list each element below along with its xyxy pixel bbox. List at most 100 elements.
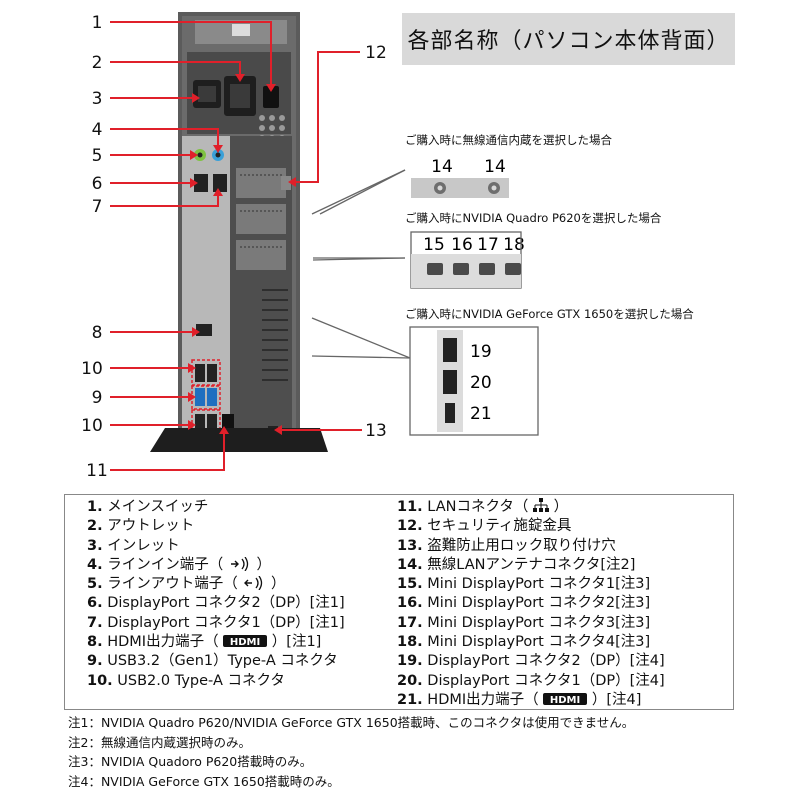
- legend-item-text: メインスイッチ: [107, 499, 209, 515]
- legend-item-number: 5.: [87, 576, 103, 593]
- option-quadro-p620: ご購入時にNVIDIA Quadro P620を選択した場合 15 16 17 …: [405, 211, 662, 289]
- lan-port: [222, 414, 234, 428]
- legend-item-text: セキュリティ施錠金具: [427, 518, 572, 535]
- usb2-port: [207, 414, 217, 432]
- legend-item: 18. Mini DisplayPort コネクタ4[注3]: [397, 633, 665, 652]
- callout-lines: [110, 21, 362, 471]
- legend-item-text: 盗難防止用ロック取り付け穴: [427, 537, 616, 554]
- legend-item-text: Mini DisplayPort コネクタ4[注3]: [427, 634, 651, 651]
- legend-item-text: DisplayPort コネクタ1（DP）[注1]: [107, 614, 345, 631]
- legend-item-number: 19.: [397, 653, 423, 670]
- legend-item: 6. DisplayPort コネクタ2（DP）[注1]: [87, 594, 345, 613]
- antenna-label-1: 14: [431, 157, 453, 177]
- callout-10a: 10: [81, 359, 103, 379]
- legend-item-text: HDMI出力端子（: [427, 691, 539, 708]
- legend-item-number: 18.: [397, 634, 423, 651]
- option-quadro-caption: ご購入時にNVIDIA Quadro P620を選択した場合: [405, 211, 662, 225]
- legend-item-number: 2.: [87, 518, 103, 535]
- legend-item: 8. HDMI出力端子（ HDMI ）[注1]: [87, 633, 345, 652]
- legend-item: 9. USB3.2（Gen1）Type-A コネクタ: [87, 652, 345, 671]
- page-title: 各部名称（パソコン本体背面）: [402, 13, 735, 65]
- option-wireless-caption: ご購入時に無線通信内蔵を選択した場合: [405, 133, 612, 147]
- gtx-box: [409, 326, 539, 436]
- callout-numbers: 1 2 3 4 5 6 7 8 9 10 10 11 12 13: [81, 13, 387, 481]
- usb2-port: [207, 364, 217, 382]
- legend-item-number: 13.: [397, 537, 423, 554]
- legend-item: 15. Mini DisplayPort コネクタ1[注3]: [397, 575, 665, 594]
- usb3-port: [207, 388, 217, 406]
- legend-item: 3. インレット: [87, 537, 345, 556]
- legend-item-number: 1.: [87, 499, 103, 515]
- mdp-label-1: 15: [423, 235, 445, 255]
- legend-item: 4. ラインイン端子（ ）: [87, 556, 345, 575]
- legend-item: 19. DisplayPort コネクタ2（DP）[注4]: [397, 652, 665, 671]
- usb2-port: [195, 364, 205, 382]
- legend-item-text: Mini DisplayPort コネクタ3[注3]: [427, 614, 651, 631]
- mdp-label-4: 18: [503, 235, 525, 255]
- mini-displayport-icon: [427, 263, 443, 275]
- notes: 注1：NVIDIA Quadro P620/NVIDIA GeForce GTX…: [68, 713, 634, 791]
- svg-text:HDMI: HDMI: [550, 695, 580, 705]
- legend-item: 16. Mini DisplayPort コネクタ2[注3]: [397, 594, 665, 613]
- legend-item: 5. ラインアウト端子（ ）: [87, 575, 345, 594]
- svg-text:HDMI: HDMI: [230, 637, 260, 647]
- legend-item: 17. Mini DisplayPort コネクタ3[注3]: [397, 614, 665, 633]
- note-4: 注4：NVIDIA GeForce GTX 1650搭載時のみ。: [68, 773, 340, 789]
- legend-item-number: 12.: [397, 518, 423, 535]
- mini-displayport-icon: [505, 263, 521, 275]
- callout-9: 9: [92, 388, 103, 408]
- legend-item: 14. 無線LANアンテナコネクタ[注2]: [397, 556, 665, 575]
- legend-item-text: 無線LANアンテナコネクタ[注2]: [427, 556, 636, 573]
- legend-item-number: 21.: [397, 691, 423, 708]
- legend-item-text: DisplayPort コネクタ2（DP）[注4]: [427, 653, 665, 670]
- legend-item-suffix: ）: [553, 499, 569, 515]
- hdmi-logo-icon: HDMI: [219, 634, 272, 650]
- legend-item: 12. セキュリティ施錠金具: [397, 517, 665, 536]
- gtx-label-21: 21: [470, 404, 492, 424]
- legend-item-text: USB2.0 Type-A コネクタ: [117, 672, 285, 689]
- legend-item-text: DisplayPort コネクタ2（DP）[注1]: [107, 595, 345, 612]
- callout-4: 4: [92, 120, 103, 140]
- expansion-slots: [236, 168, 286, 270]
- callout-13: 13: [365, 421, 387, 441]
- legend-item-number: 4.: [87, 556, 103, 573]
- usb3-port: [195, 388, 205, 406]
- legend-item-number: 7.: [87, 614, 103, 631]
- legend-item-text: DisplayPort コネクタ1（DP）[注4]: [427, 672, 665, 689]
- legend-item-text: LANコネクタ（: [427, 499, 529, 515]
- legend-item-text: インレット: [107, 537, 180, 554]
- legend-item-suffix: ）[注4]: [591, 691, 642, 708]
- legend-item: 11. LANコネクタ（ ）: [397, 498, 665, 517]
- pc-chassis: [150, 12, 328, 452]
- callout-10b: 10: [81, 416, 103, 436]
- callout-2: 2: [92, 53, 103, 73]
- legend-item-text: USB3.2（Gen1）Type-A コネクタ: [107, 653, 338, 670]
- lan-icon: [528, 498, 553, 515]
- line-out-icon: [238, 575, 271, 592]
- rear-vent: [262, 289, 288, 381]
- legend-item-number: 8.: [87, 634, 103, 651]
- legend-item: 21. HDMI出力端子（ HDMI ）[注4]: [397, 691, 665, 710]
- displayport-icon: [443, 338, 457, 362]
- antenna-label-2: 14: [484, 157, 506, 177]
- legend-item-number: 15.: [397, 576, 423, 593]
- legend-item-number: 20.: [397, 672, 423, 689]
- line-in-icon: [223, 556, 256, 573]
- callout-7: 7: [92, 197, 103, 217]
- usb2-port: [195, 414, 205, 432]
- security-bracket: [281, 176, 291, 190]
- legend-item-number: 6.: [87, 595, 103, 612]
- legend-item: 20. DisplayPort コネクタ1（DP）[注4]: [397, 672, 665, 691]
- legend-item-number: 10.: [87, 672, 113, 689]
- legend-item-text: Mini DisplayPort コネクタ2[注3]: [427, 595, 651, 612]
- option-gtx-caption: ご購入時にNVIDIA GeForce GTX 1650を選択した場合: [405, 307, 694, 321]
- note-3: 注3：NVIDIA Quadoro P620搭載時のみ。: [68, 754, 313, 769]
- legend-item-number: 16.: [397, 595, 423, 612]
- displayport-icon: [443, 370, 457, 394]
- callout-8: 8: [92, 323, 103, 343]
- hdmi-port: [196, 324, 212, 336]
- top-clip: [232, 24, 250, 36]
